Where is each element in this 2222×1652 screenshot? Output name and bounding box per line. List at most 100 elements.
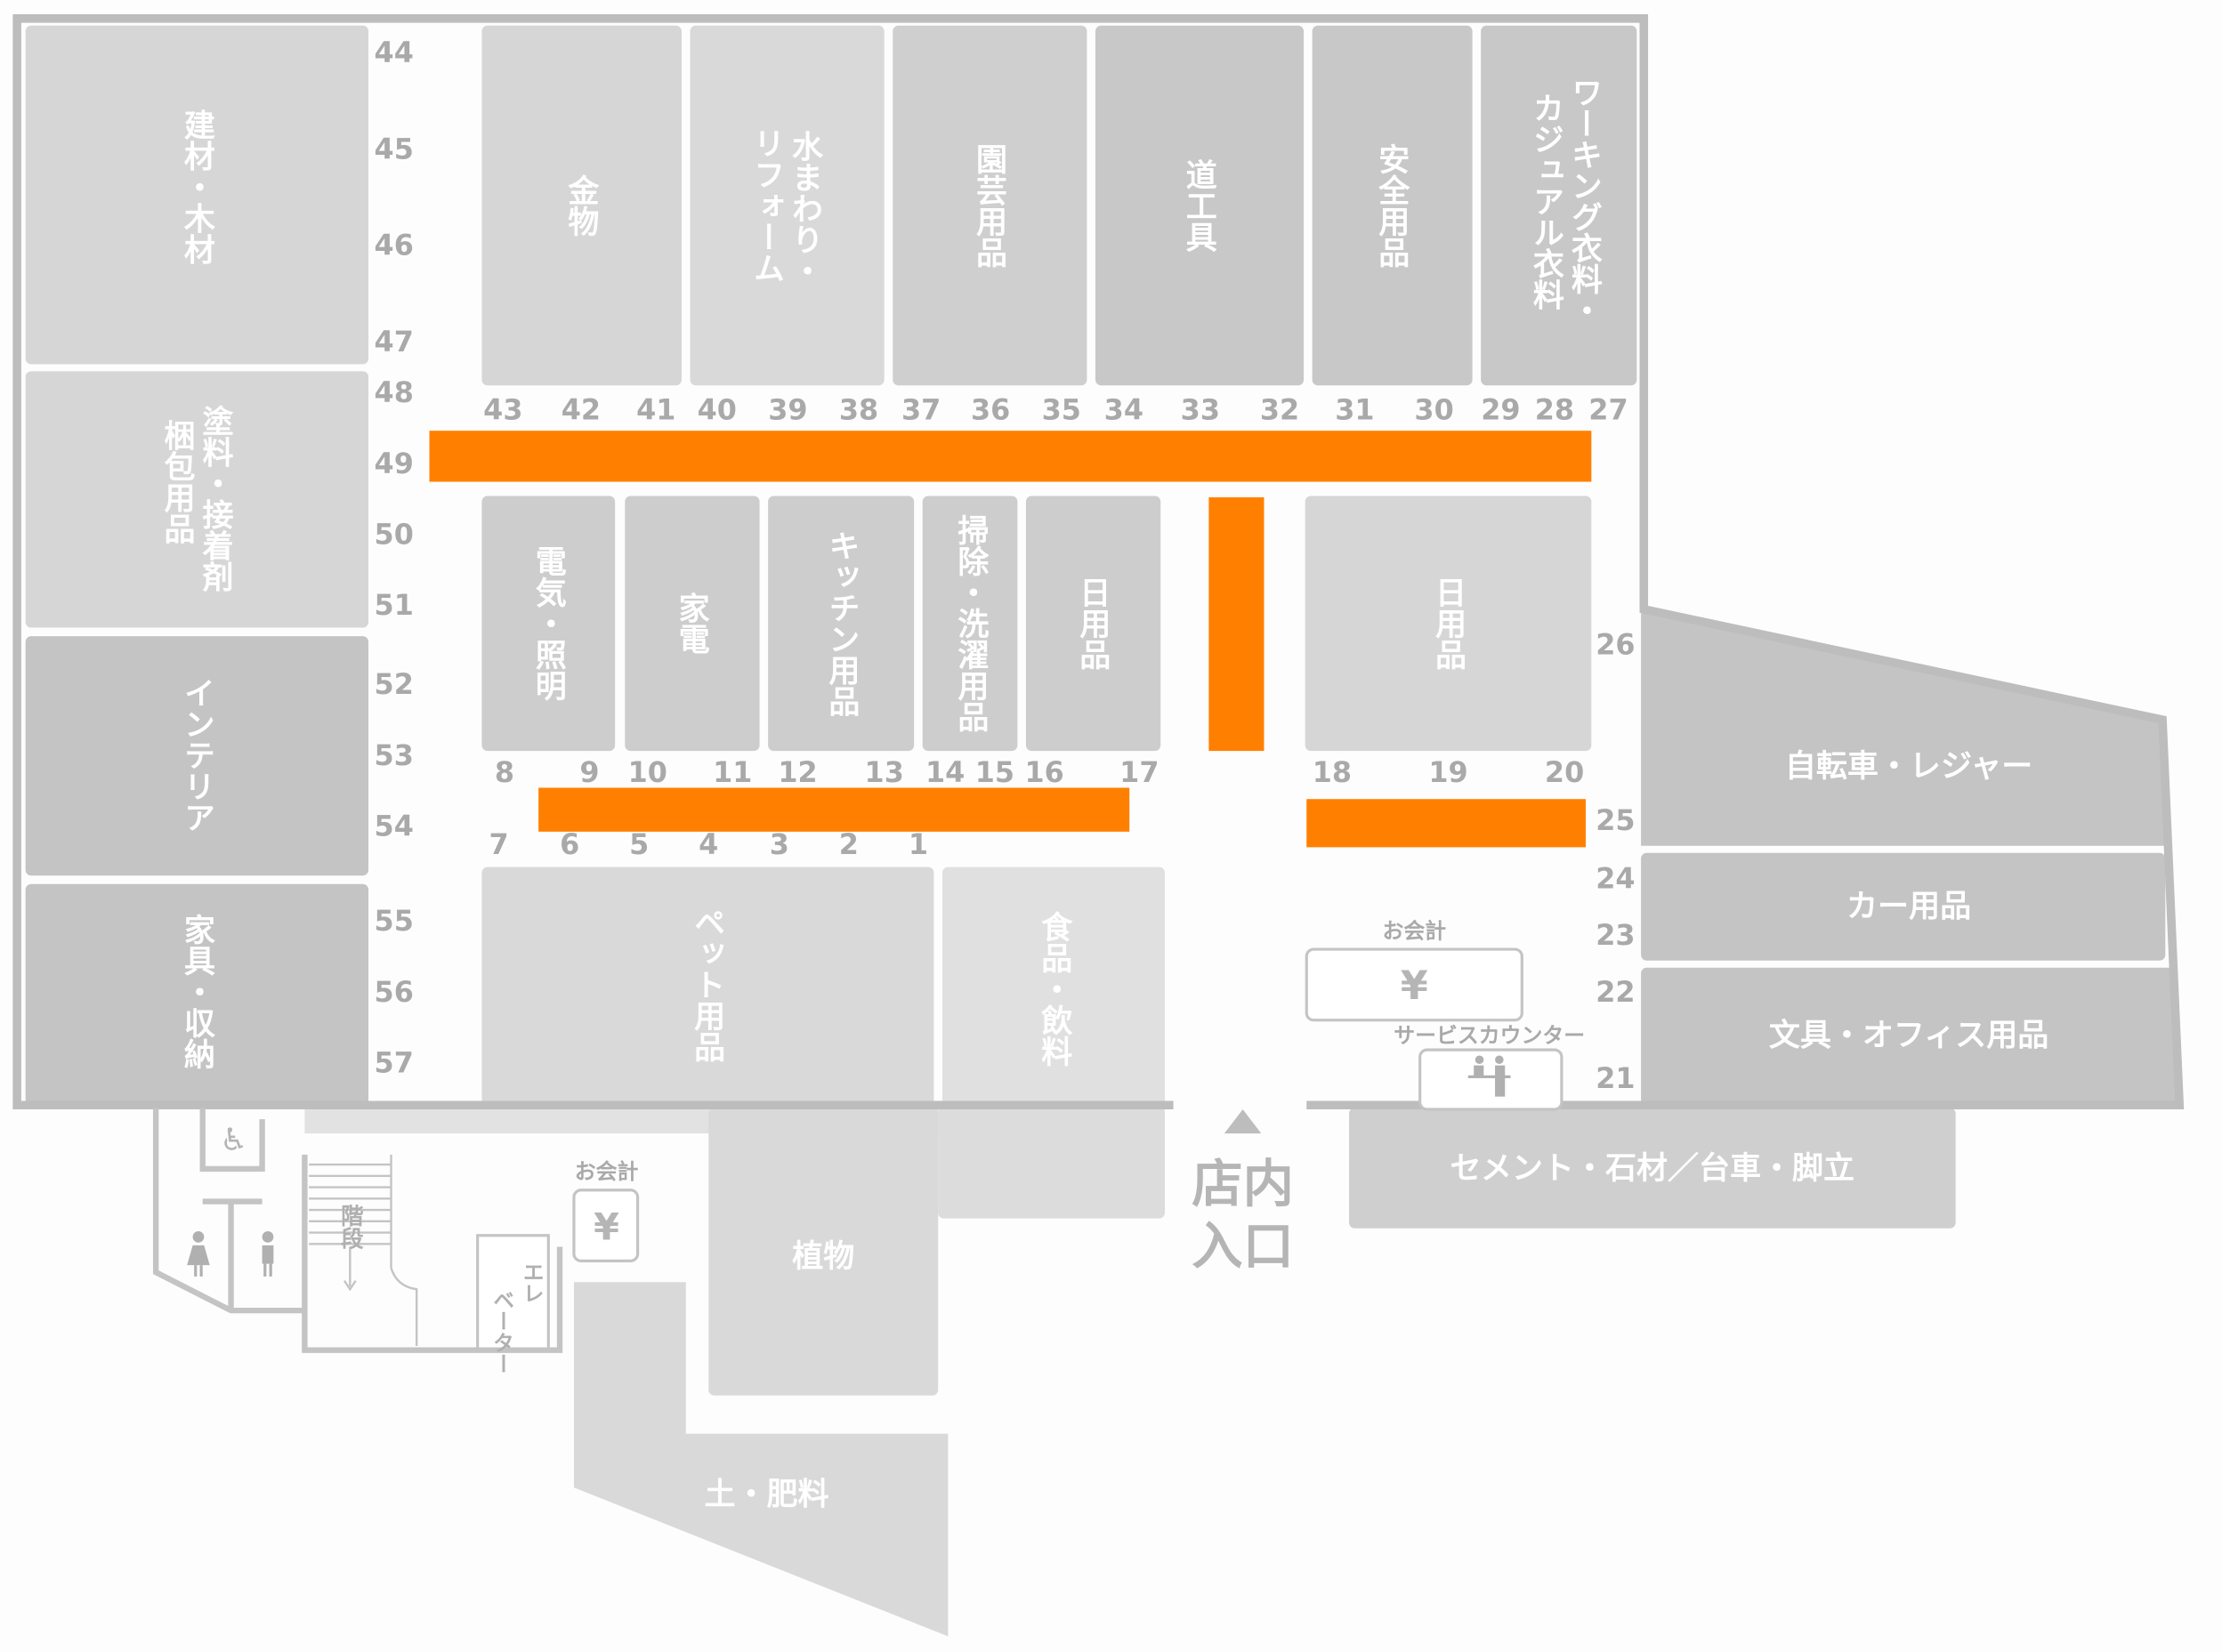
aisle-number: 24 (1596, 861, 1635, 895)
aisle-number: 51 (375, 588, 414, 622)
aisle-number: 43 (483, 392, 522, 426)
service-staff-icon (1467, 1055, 1511, 1097)
zone-kanamono[interactable]: 金物 (481, 25, 682, 386)
zone-dokogu[interactable]: 道工具 (1095, 25, 1305, 386)
zone-label: インテリア (179, 677, 215, 833)
aisle-number: 4 (699, 827, 718, 861)
zone-kaden[interactable]: 家電 (625, 496, 760, 752)
zone-label: 塗料・接着剤 (198, 404, 234, 592)
zone-car[interactable]: カー用品 (1641, 852, 2166, 961)
aisle-number: 7 (489, 827, 508, 861)
zone-pet[interactable]: ペット用品 (481, 866, 934, 1106)
aisle-number: 5 (629, 827, 649, 861)
aisle-number: 27 (1588, 392, 1628, 426)
zone-label: 家電 (674, 592, 710, 655)
main-aisle-lower-right (1306, 799, 1586, 848)
aisle-number: 45 (375, 132, 414, 165)
zone-label: 水まわり・ (787, 130, 823, 286)
zone-label: 安全用品 (1373, 143, 1410, 268)
zone-interior[interactable]: インテリア (25, 636, 369, 876)
yen-icon: ¥ (1401, 963, 1428, 1009)
aisle-number: 37 (901, 392, 941, 426)
zone-nichiyo-1[interactable]: 日用品 (1025, 496, 1161, 752)
zone-label: 植物 (792, 1238, 854, 1275)
aisle-number: 6 (560, 827, 579, 861)
zone-label: 掃除・洗濯用品 (952, 514, 989, 732)
stairs[interactable]: 階段 (302, 1154, 563, 1353)
aisle-number: 29 (1481, 392, 1520, 426)
zone-label: 自転車・レジャー (1785, 748, 2032, 785)
aisle-number: 21 (1596, 1061, 1635, 1095)
aisle-number: 49 (375, 447, 414, 480)
elevator-label: ベーター (489, 1289, 514, 1374)
zone-anzen[interactable]: 安全用品 (1312, 25, 1473, 386)
aisle-number: 33 (1181, 392, 1220, 426)
zone-tsuchi[interactable]: 土・肥料 (573, 1282, 949, 1637)
aisle-number: 36 (971, 392, 1010, 426)
zone-label: 食品・飲料 (1036, 910, 1072, 1067)
outdoor-area-extra (938, 1108, 1166, 1219)
zone-label: 道工具 (1181, 158, 1217, 252)
zone-denki[interactable]: 電気・照明 (481, 496, 616, 752)
entrance-label: 入口 (1192, 1217, 1294, 1277)
zone-label: カー用品 (1846, 888, 1971, 924)
aisle-number: 28 (1535, 392, 1574, 426)
zone-kagu[interactable]: 家具・収納 (25, 883, 369, 1106)
aisle-number: 19 (1428, 755, 1467, 789)
store-wall (12, 14, 2185, 1109)
aisle-number: 41 (636, 392, 675, 426)
aisle-number: 38 (839, 392, 878, 426)
zone-shokuhin[interactable]: 食品・飲料 (941, 866, 1166, 1106)
zone-nichiyo-2[interactable]: 日用品 (1305, 496, 1592, 752)
store-entrance[interactable]: 店内 入口 (1192, 1108, 1294, 1277)
zone-toryo-konpo[interactable]: 塗料・接着剤 梱包用品 (25, 371, 369, 628)
zone-working[interactable]: ワーキング衣料・ カジュアル衣料 (1481, 25, 1637, 386)
zone-kitchen[interactable]: キッチン用品 (768, 496, 915, 752)
aisle-number: 16 (1025, 755, 1064, 789)
aisle-number: 35 (1042, 392, 1081, 426)
zone-jitensha[interactable]: 自転車・レジャー (1641, 608, 2166, 846)
zone-label: 金物 (562, 173, 600, 237)
aisle-number: 55 (375, 904, 414, 938)
main-aisle-top (429, 431, 1592, 482)
zone-cement[interactable]: セメント・石材／台車・脚立 (1349, 1108, 1956, 1229)
stairs-label: 階段 (336, 1205, 363, 1251)
aisle-number: 26 (1596, 628, 1635, 662)
aisle-number: 25 (1596, 803, 1635, 837)
womens-restroom-icon (187, 1230, 210, 1277)
outdoor-checkout[interactable]: お会計 ¥ (572, 1159, 640, 1262)
zone-engei[interactable]: 園芸用品 (893, 25, 1087, 386)
aisle-number: 3 (770, 827, 789, 861)
elevator[interactable]: エレ ベーター (476, 1234, 550, 1374)
wheelchair-icon: ♿ (220, 1122, 247, 1158)
aisle-number: 47 (375, 325, 414, 359)
checkout-counter[interactable]: お会計 ¥ (1305, 918, 1523, 1022)
entrance-label: 店内 (1192, 1155, 1294, 1214)
aisle-number: 32 (1260, 392, 1299, 426)
aisle-number: 52 (375, 667, 414, 701)
aisle-number: 12 (778, 755, 817, 789)
zone-label: 家具・収納 (179, 914, 215, 1069)
service-counter[interactable]: サービスカウンター (1394, 1023, 1585, 1111)
aisle-number: 15 (975, 755, 1014, 789)
aisle-number: 1 (909, 827, 928, 861)
aisle-number: 9 (579, 755, 599, 789)
service-counter-label: サービスカウンター (1394, 1023, 1585, 1048)
main-aisle-center (1208, 497, 1265, 752)
zone-mizumawari[interactable]: 水まわり・ リフォーム (690, 25, 885, 386)
zone-label: 園芸用品 (971, 143, 1007, 268)
aisle-number: 54 (375, 809, 414, 842)
zone-label: 日用品 (1430, 576, 1467, 670)
aisle-number: 22 (1596, 975, 1635, 1009)
yen-icon: ¥ (594, 1206, 619, 1249)
zone-label: 日用品 (1074, 576, 1111, 670)
zone-soji[interactable]: 掃除・洗濯用品 (922, 496, 1018, 752)
zone-bungu[interactable]: 文具・オフィス用品 (1641, 967, 2178, 1106)
zone-shokubutsu[interactable]: 植物 (708, 1108, 939, 1396)
zone-label: 電気・照明 (530, 545, 567, 702)
zone-kenzai[interactable]: 建材・木材 (25, 25, 369, 365)
mens-restroom-icon (262, 1230, 274, 1277)
checkout-label: お会計 (575, 1159, 639, 1184)
main-aisle-lower-left (538, 787, 1130, 832)
